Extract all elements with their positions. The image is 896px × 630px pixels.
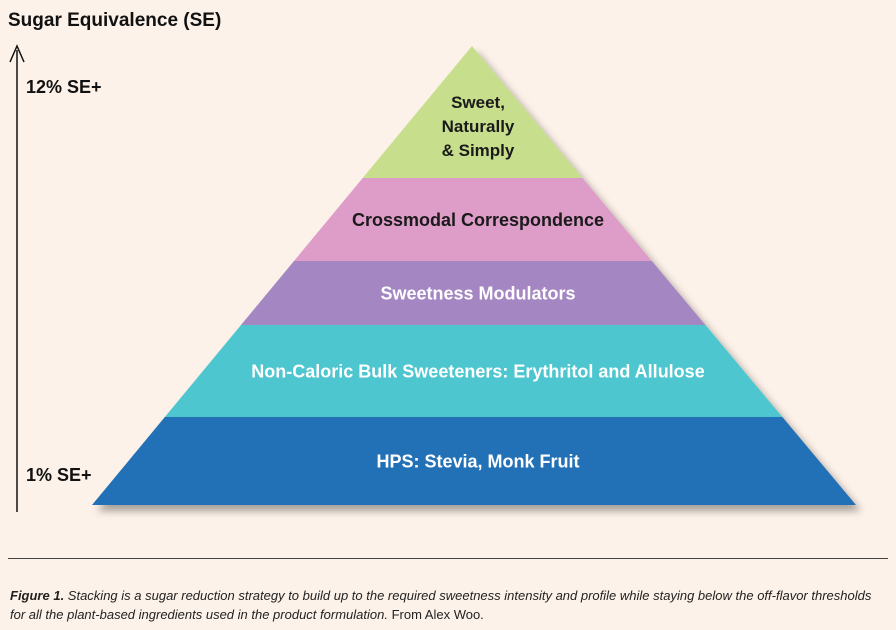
pyramid-tier-1-label: Sweet, bbox=[451, 93, 505, 112]
axis-title: Sugar Equivalence (SE) bbox=[8, 10, 221, 31]
pyramid-tier-1-label: Naturally bbox=[442, 117, 515, 136]
pyramid-tier-2 bbox=[294, 178, 652, 261]
pyramid-tier-2-label: Crossmodal Correspondence bbox=[352, 210, 604, 230]
pyramid-tier-1 bbox=[362, 46, 583, 178]
axis-bottom-label: 1% SE+ bbox=[26, 465, 92, 485]
up-arrow-icon bbox=[9, 44, 25, 512]
caption-credit: From Alex Woo. bbox=[387, 607, 484, 622]
caption-text: Stacking is a sugar reduction strategy t… bbox=[10, 588, 872, 622]
caption-label: Figure 1. bbox=[10, 588, 65, 603]
pyramid bbox=[92, 46, 856, 505]
pyramid-tier-5-label: HPS: Stevia, Monk Fruit bbox=[376, 451, 579, 471]
figure-caption: Figure 1. Stacking is a sugar reduction … bbox=[10, 586, 890, 624]
pyramid-diagram: Sugar Equivalence (SE) 12% SE+ 1% SE+ Sw… bbox=[8, 10, 856, 512]
caption-divider bbox=[8, 558, 888, 559]
pyramid-tier-4-label: Non-Caloric Bulk Sweeteners: Erythritol … bbox=[251, 361, 704, 381]
pyramid-tier-4 bbox=[164, 325, 783, 417]
pyramid-tier-1-label: & Simply bbox=[442, 141, 515, 160]
axis-top-label: 12% SE+ bbox=[26, 77, 102, 97]
pyramid-tier-3-label: Sweetness Modulators bbox=[380, 283, 575, 303]
pyramid-tier-3 bbox=[241, 261, 706, 325]
pyramid-tier-5 bbox=[92, 417, 856, 505]
